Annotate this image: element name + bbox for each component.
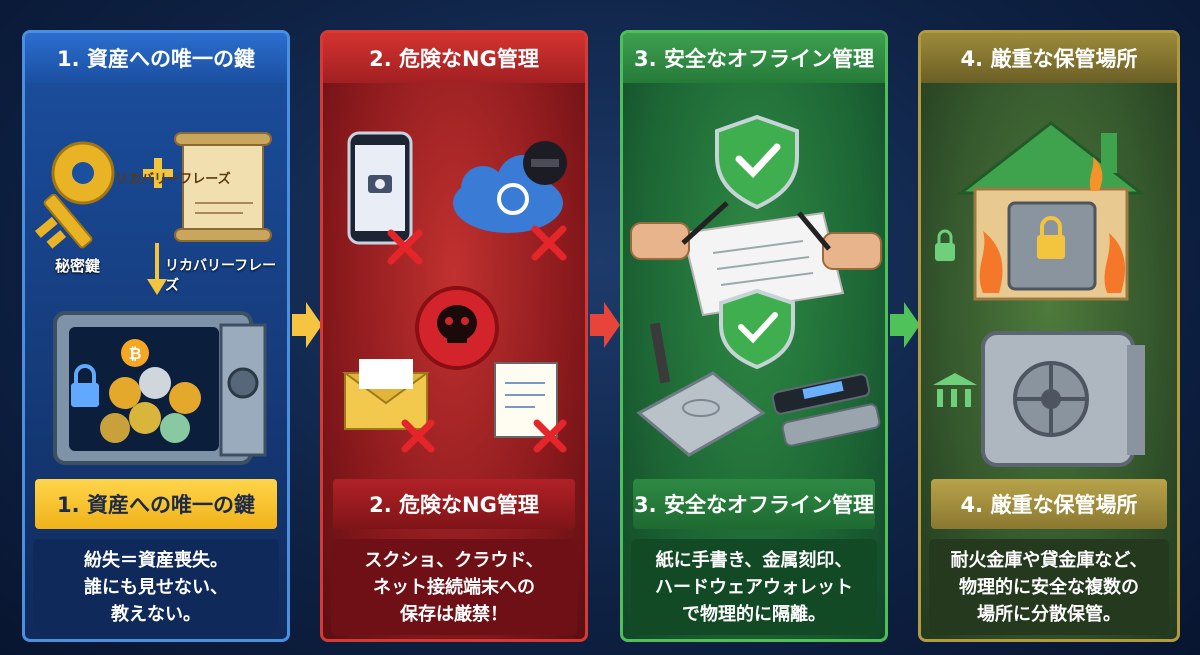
x-mark-icon — [387, 229, 423, 265]
panel-title: 1. 資産への唯一の鍵 — [25, 33, 287, 83]
panel-description: 紛失＝資産喪失。 誰にも見せない、 教えない。 — [33, 539, 279, 635]
panel-description: 耐火金庫や貸金庫など、 物理的に安全な複数の 場所に分散保管。 — [929, 539, 1169, 635]
hacker-icon — [523, 141, 567, 185]
panel-offline: 3. 安全なオフライン管理 — [620, 30, 888, 642]
lock-icon — [71, 364, 99, 407]
svg-text:₿: ₿ — [128, 345, 141, 363]
panel-description: 紙に手書き、金属刻印、 ハードウェアウォレット で物理的に隔離。 — [631, 539, 877, 635]
desc-line: 教えない。 — [111, 603, 201, 625]
panel-description: スクショ、クラウド、 ネット接続端末への 保存は厳禁！ — [331, 539, 577, 635]
panel-illustration — [921, 83, 1177, 473]
panel-ng: 2. 危険なNG管理 — [320, 30, 588, 642]
scroll-label: リカバリーフレーズ — [115, 172, 231, 187]
panel-illustration — [623, 83, 885, 473]
panel-title: 3. 安全なオフライン管理 — [623, 33, 885, 83]
lock-icon — [935, 229, 955, 261]
shield-check-icon — [719, 288, 795, 370]
arrow-right-icon — [590, 302, 620, 348]
notepad-icon — [494, 362, 558, 438]
label-private-key: 秘密鍵 — [55, 257, 101, 275]
desc-line: 場所に分散保管。 — [977, 603, 1121, 625]
arrow-right-icon — [890, 302, 920, 348]
desc-line: 保存は厳禁！ — [400, 603, 508, 625]
safe-icon — [53, 311, 267, 465]
bank-icon — [933, 373, 977, 407]
vault-icon — [981, 331, 1145, 467]
cloud-sync-icon — [453, 155, 563, 233]
panel-subtitle: 3. 安全なオフライン管理 — [633, 479, 875, 529]
metal-plate-icon — [636, 322, 766, 457]
handshake-pen-icon — [630, 201, 882, 270]
bitcoin-icon: ₿ — [121, 339, 149, 367]
fire-icon — [979, 157, 1125, 293]
plus-icon — [143, 158, 173, 188]
panel-storage: 4. 厳重な保管場所 — [918, 30, 1180, 642]
shield-check-icon — [715, 114, 799, 210]
key-icon — [35, 141, 115, 249]
desc-line: 物理的に安全な複数の — [959, 576, 1139, 598]
hardware-wallet-icon — [771, 373, 881, 447]
panel-subtitle: 4. 厳重な保管場所 — [931, 479, 1167, 529]
panel-illustration — [323, 83, 585, 473]
phone-camera-icon — [347, 131, 413, 245]
skull-icon — [415, 286, 499, 370]
desc-line: ハードウェアウォレット — [655, 576, 853, 598]
document-icon — [681, 211, 845, 317]
panel-title: 4. 厳重な保管場所 — [921, 33, 1177, 83]
desc-line: スクショ、クラウド、 — [364, 549, 544, 571]
panel-illustration: ₿ リカバリーフレーズ 秘密鍵 リカバリーフレーズ — [25, 83, 287, 473]
desc-line: 耐火金庫や貸金庫など、 — [950, 549, 1148, 571]
panel-key: 1. 資産への唯一の鍵 — [22, 30, 290, 642]
desc-line: ネット接続端末への — [373, 576, 535, 598]
scroll-icon — [174, 132, 272, 242]
panel-title: 2. 危険なNG管理 — [323, 33, 585, 83]
envelope-icon — [341, 359, 431, 430]
panel-subtitle: 1. 資産への唯一の鍵 — [35, 479, 277, 529]
x-mark-icon — [531, 225, 567, 261]
desc-line: 紛失＝資産喪失。 — [84, 549, 228, 571]
panel-subtitle: 2. 危険なNG管理 — [333, 479, 575, 529]
desc-line: 誰にも見せない、 — [84, 576, 228, 598]
arrow-right-icon — [292, 302, 322, 348]
desc-line: で物理的に隔離。 — [682, 603, 826, 625]
x-mark-icon — [401, 419, 435, 453]
x-mark-icon — [533, 419, 567, 453]
desc-line: 紙に手書き、金属刻印、 — [655, 549, 853, 571]
label-recovery-phrase: リカバリーフレーズ — [165, 258, 277, 294]
